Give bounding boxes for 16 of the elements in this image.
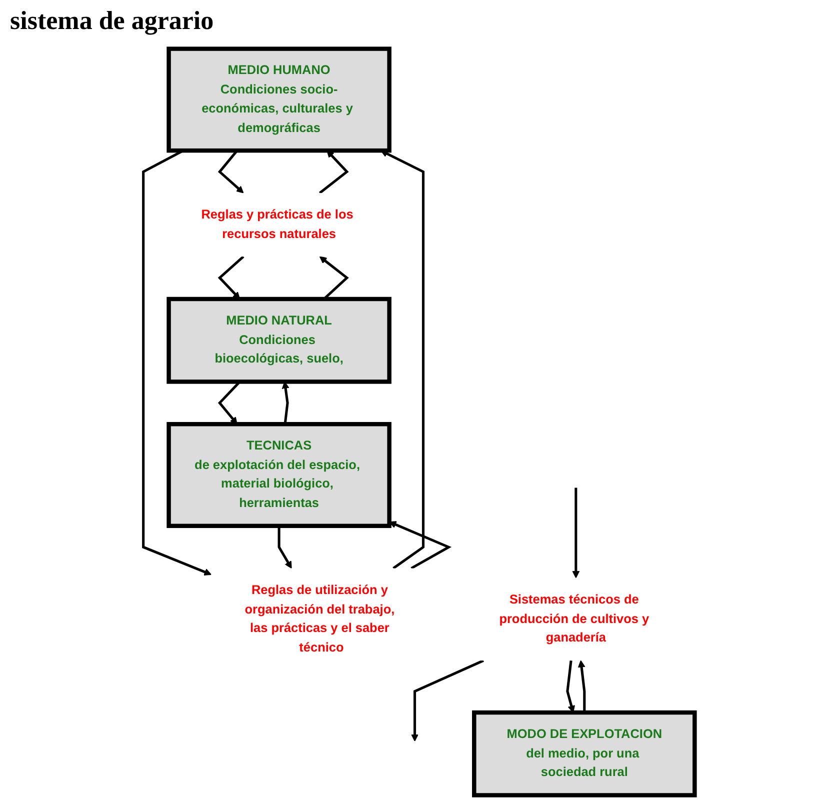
arrow bbox=[572, 488, 580, 578]
node-box: MEDIO HUMANO Condiciones socio-económicas, culturales y demográficas bbox=[166, 46, 392, 153]
arrow bbox=[388, 521, 452, 570]
node-text: Sistemas técnicos de producción de cultivos y ganadería bbox=[499, 592, 650, 645]
node-box: MEDIO NATURAL Condiciones bioecológicas, suelo, bbox=[166, 296, 392, 384]
node-text: Reglas de utilización y organización del trabajo, las prácticas y el saber técnico bbox=[244, 582, 395, 654]
arrow bbox=[566, 660, 576, 713]
arrow bbox=[578, 660, 586, 713]
diagram-title: sistema de agrario bbox=[10, 6, 214, 36]
arrow bbox=[380, 150, 425, 570]
arrow bbox=[411, 659, 484, 742]
node-text: Reglas y prácticas de los recursos naturales bbox=[201, 207, 354, 241]
arrow bbox=[218, 256, 244, 300]
arrow bbox=[278, 526, 292, 569]
node-box: TECNICAS de explotación del espacio, material biológico, herramientas bbox=[166, 422, 392, 528]
node-box: MODO DE EXPLOTACION del medio, por una sociedad rural bbox=[472, 710, 697, 798]
